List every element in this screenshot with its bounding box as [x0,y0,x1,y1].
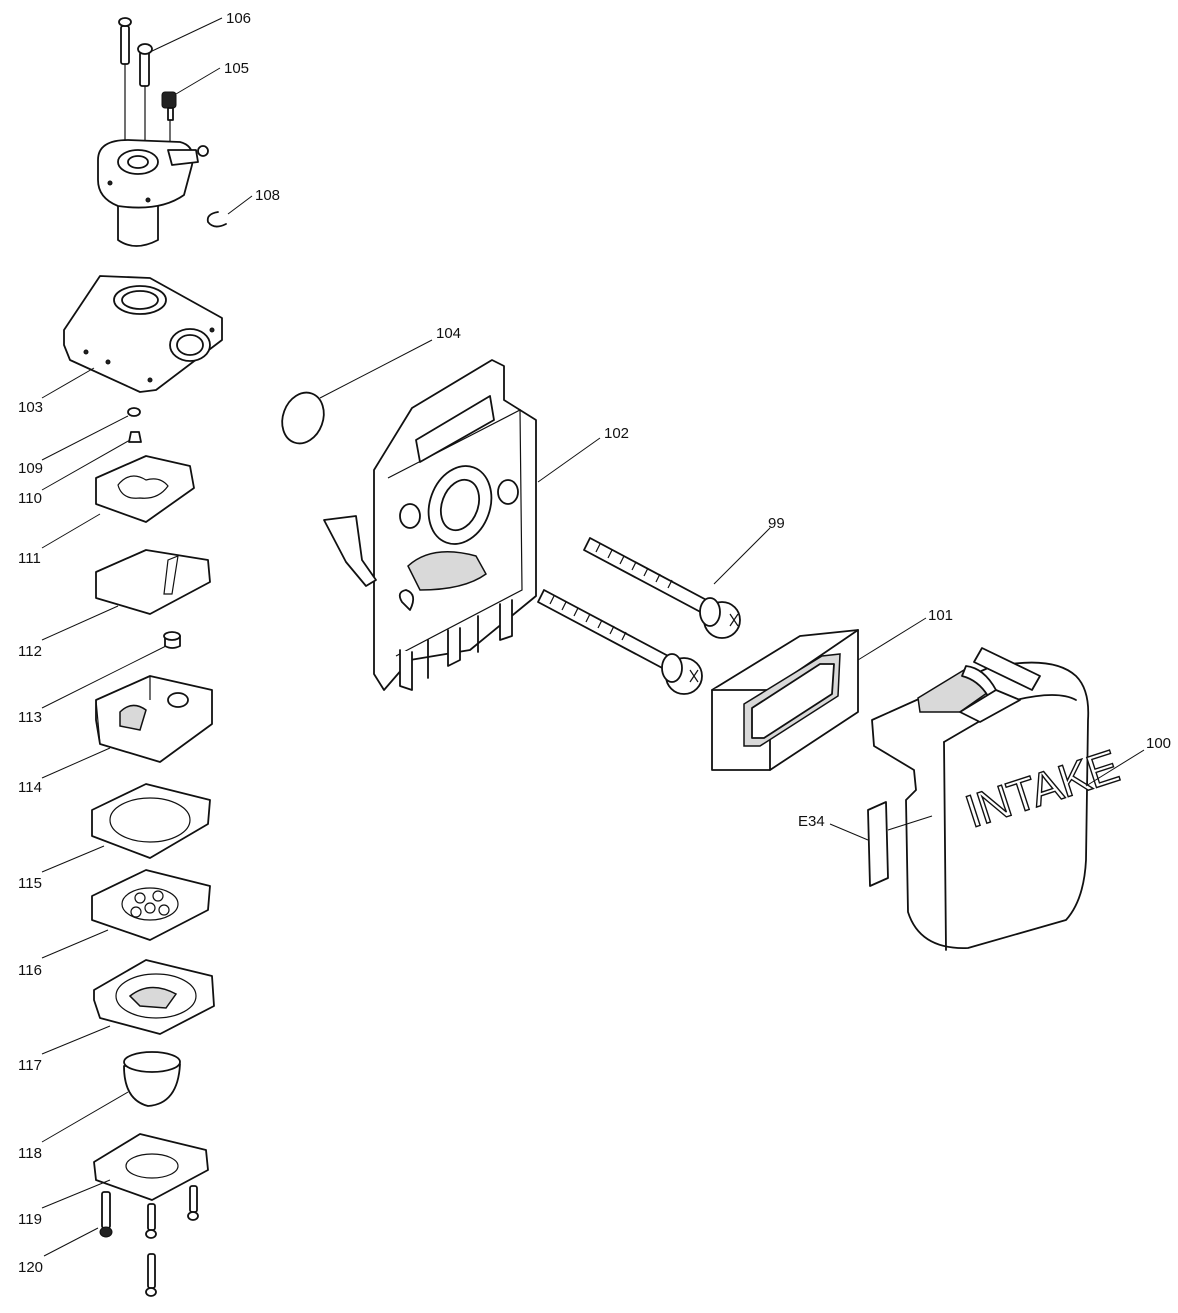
label-108: 108 [255,187,280,204]
label-106: 106 [226,10,251,27]
label-112: 112 [18,643,42,660]
leader-115 [41,845,105,873]
part-101-filter [711,629,859,771]
label-105: 105 [224,60,249,77]
part-120-screws [99,1185,199,1297]
label-116: 116 [18,962,42,979]
part-108-clip [206,211,227,228]
part-110-needle [128,431,142,443]
part-throttle-body [97,139,209,247]
part-104-oring [281,391,325,445]
leader-102 [537,437,601,483]
leader-111 [41,513,101,549]
leader-108 [227,195,253,215]
part-115-gasket [91,783,211,859]
label-119: 119 [18,1211,42,1228]
leader-99 [713,527,771,585]
leader-117 [41,1025,111,1055]
leader-109 [41,415,129,461]
label-114: 114 [18,779,42,796]
part-111-gasket [95,455,195,523]
part-100-cover [871,647,1090,951]
leader-e34-right [887,815,933,831]
label-99: 99 [768,515,785,532]
part-109-oring [127,407,141,417]
leader-100 [1085,749,1145,787]
label-115: 115 [18,875,42,892]
part-106-screws [118,17,153,160]
label-103: 103 [18,399,43,416]
label-102: 102 [604,425,629,442]
label-101: 101 [928,607,953,624]
part-99-bolts [537,537,741,695]
part-117-pump-cover [93,959,215,1035]
label-104: 104 [436,325,461,342]
leader-113 [41,645,167,709]
leader-116 [41,929,109,959]
leader-119 [41,1179,111,1209]
leader-e34 [829,823,869,841]
part-114-pump-body [95,675,213,763]
part-e34-sticker [867,801,889,887]
label-111: 111 [18,550,41,567]
part-118-primer-bulb [123,1051,181,1107]
part-113-cap [163,631,181,649]
part-116-pump-diaphragm [91,869,211,941]
part-102-air-cleaner-base [323,359,537,691]
part-105-adjust-screw [161,91,177,150]
part-112-diaphragm [95,549,211,615]
label-e34: E34 [798,813,825,830]
label-100: 100 [1146,735,1171,752]
label-120: 120 [18,1259,43,1276]
label-117: 117 [18,1057,42,1074]
part-103-carb-body [63,275,223,393]
label-118: 118 [18,1145,42,1162]
part-119-plate [93,1133,209,1201]
leader-118 [41,1091,129,1143]
leader-110 [41,439,131,491]
leader-114 [41,747,111,779]
label-110: 110 [18,490,42,507]
label-109: 109 [18,460,43,477]
label-113: 113 [18,709,42,726]
leader-103 [41,367,95,399]
leader-105 [175,67,221,95]
leader-112 [41,605,119,641]
leader-104 [319,339,433,399]
leader-101 [857,617,927,661]
leader-106 [149,17,223,53]
leader-120 [43,1227,99,1257]
